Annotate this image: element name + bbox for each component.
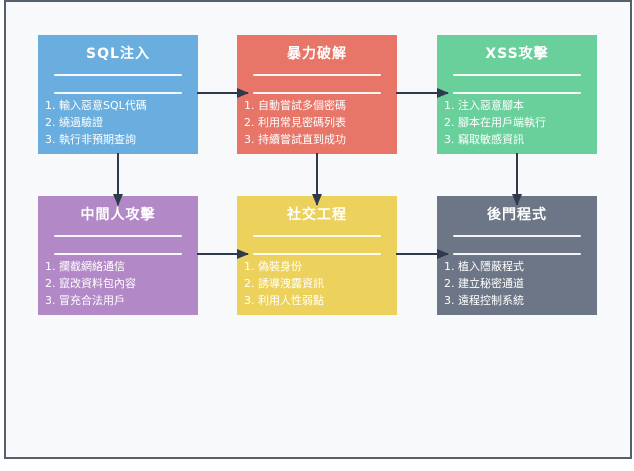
separator-line: [253, 253, 381, 255]
node-list-item: 1. 自動嘗試多個密碼: [244, 99, 346, 112]
diagram-node-sql-injection: SQL注入 1. 輸入惡意SQL代碼 2. 繞過驗證 3. 執行非預期查詢: [38, 35, 198, 154]
separator-line: [253, 92, 381, 94]
node-list-item: 2. 腳本在用戶端執行: [444, 116, 546, 129]
separator-line: [453, 235, 581, 237]
diagram-node-social-engineering: 社交工程 1. 偽裝身份 2. 誘導洩露資訊 3. 利用人性弱點: [237, 196, 397, 315]
node-list-item: 2. 利用常見密碼列表: [244, 116, 346, 129]
node-list-item: 2. 繞過驗證: [45, 116, 103, 129]
node-item-list: 1. 偽裝身份 2. 誘導洩露資訊 3. 利用人性弱點: [237, 258, 397, 309]
diagram-node-brute-force: 暴力破解 1. 自動嘗試多個密碼 2. 利用常見密碼列表 3. 持續嘗試直到成功: [237, 35, 397, 154]
separator-line: [253, 235, 381, 237]
node-item-list: 1. 植入隱蔽程式 2. 建立秘密通道 3. 遠程控制系統: [437, 258, 597, 309]
separator-line: [54, 253, 182, 255]
node-title: 中間人攻擊: [80, 207, 156, 223]
node-item-list: 1. 注入惡意腳本 2. 腳本在用戶端執行 3. 竊取敏感資訊: [437, 97, 597, 148]
node-list-item: 3. 遠程控制系統: [444, 294, 524, 307]
node-list-item: 3. 竊取敏感資訊: [444, 133, 524, 146]
separator-line: [453, 253, 581, 255]
node-list-item: 2. 誘導洩露資訊: [244, 277, 324, 290]
diagram-node-xss-attack: XSS攻擊 1. 注入惡意腳本 2. 腳本在用戶端執行 3. 竊取敏感資訊: [437, 35, 597, 154]
node-list-item: 1. 注入惡意腳本: [444, 99, 524, 112]
node-title: SQL注入: [86, 46, 150, 62]
node-list-item: 3. 執行非預期查詢: [45, 133, 136, 146]
diagram-node-backdoor-program: 後門程式 1. 植入隱蔽程式 2. 建立秘密通道 3. 遠程控制系統: [437, 196, 597, 315]
separator-line: [453, 92, 581, 94]
separator-line: [253, 74, 381, 76]
separator-line: [453, 74, 581, 76]
node-title: 暴力破解: [287, 46, 347, 62]
node-title: 社交工程: [287, 207, 347, 223]
node-list-item: 1. 偽裝身份: [244, 260, 302, 273]
node-list-item: 3. 持續嘗試直到成功: [244, 133, 346, 146]
diagram-node-mitm-attack: 中間人攻擊 1. 攔截網絡通信 2. 竄改資料包內容 3. 冒充合法用戶: [38, 196, 198, 315]
node-item-list: 1. 輸入惡意SQL代碼 2. 繞過驗證 3. 執行非預期查詢: [38, 97, 198, 148]
separator-line: [54, 235, 182, 237]
node-title: 後門程式: [487, 207, 547, 223]
node-item-list: 1. 攔截網絡通信 2. 竄改資料包內容 3. 冒充合法用戶: [38, 258, 198, 309]
node-list-item: 1. 植入隱蔽程式: [444, 260, 524, 273]
node-list-item: 2. 竄改資料包內容: [45, 277, 136, 290]
separator-line: [54, 92, 182, 94]
node-list-item: 3. 冒充合法用戶: [45, 294, 125, 307]
node-list-item: 2. 建立秘密通道: [444, 277, 524, 290]
separator-line: [54, 74, 182, 76]
node-list-item: 3. 利用人性弱點: [244, 294, 324, 307]
node-list-item: 1. 輸入惡意SQL代碼: [45, 99, 147, 112]
node-list-item: 1. 攔截網絡通信: [45, 260, 125, 273]
node-title: XSS攻擊: [485, 46, 549, 62]
node-item-list: 1. 自動嘗試多個密碼 2. 利用常見密碼列表 3. 持續嘗試直到成功: [237, 97, 397, 148]
